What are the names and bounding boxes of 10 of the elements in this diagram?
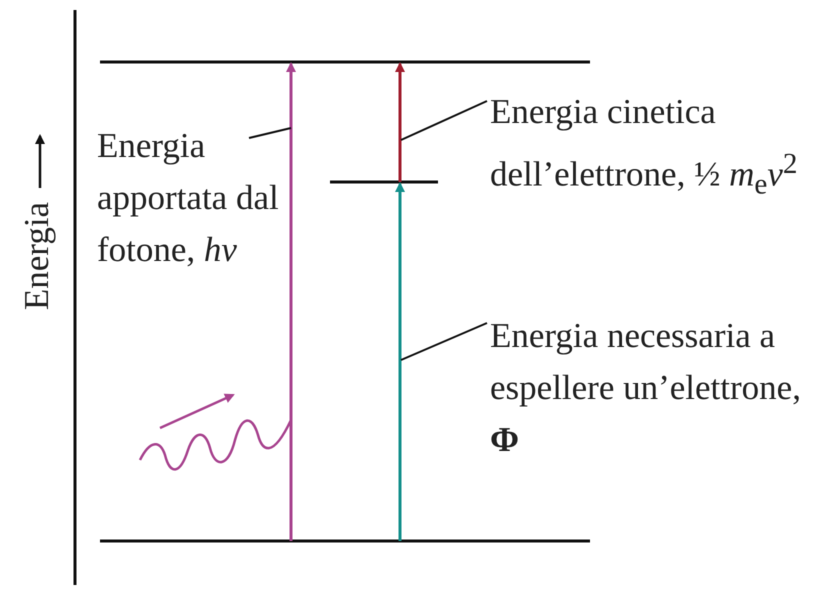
leader-line	[400, 322, 488, 361]
leader-line	[400, 100, 488, 141]
leader-line	[248, 127, 292, 139]
energy-arrow	[395, 182, 405, 541]
energy-arrow	[395, 62, 405, 182]
energy-arrow	[286, 62, 296, 541]
annotation-text: Energia apportata dal fotone, hν	[97, 120, 297, 276]
axis-label: Energia	[16, 200, 57, 312]
annotation-text: Energia cinetica dell’elettrone, ½ m$_{e}$v$^{2}$	[490, 86, 810, 211]
annotation-text: Energia necessaria a espellere un’elettrone, Φ	[490, 310, 810, 466]
